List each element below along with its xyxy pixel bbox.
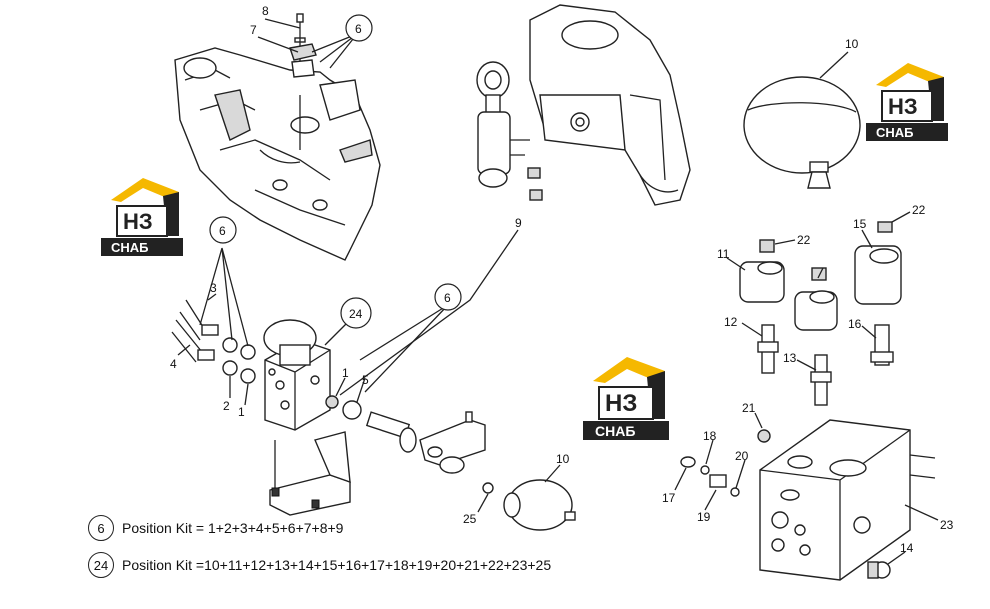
accumulator-small xyxy=(482,479,576,531)
callout-6-bubble-center xyxy=(434,283,462,311)
callout-20: 20 xyxy=(735,449,749,463)
callout-10-top: 10 xyxy=(845,37,859,51)
callout-13: 13 xyxy=(783,351,797,365)
callout-24: 24 xyxy=(349,307,363,321)
callout-12: 12 xyxy=(724,315,738,329)
watermark-text-center: СНАБ xyxy=(595,423,635,439)
legend-kit-24-number: 24 xyxy=(88,552,114,578)
accumulator-large xyxy=(743,76,861,189)
watermark-text-left: СНАБ xyxy=(111,240,149,255)
legend-kit-24: 24 Position Kit =10+11+12+13+14+15+16+17… xyxy=(88,552,551,578)
callout-9: 9 xyxy=(515,216,522,230)
callout-23: 23 xyxy=(940,518,954,532)
legend-kit-6: 6 Position Kit = 1+2+3+4+5+6+7+8+9 xyxy=(88,515,343,541)
callout-8: 8 xyxy=(262,4,269,18)
callout-15: 15 xyxy=(853,217,867,231)
valve-block-small xyxy=(263,319,331,431)
watermark-logo-left: НЗ СНАБ xyxy=(101,178,183,256)
callout-10-bottom: 10 xyxy=(556,452,570,466)
bracket-bolt xyxy=(289,13,317,78)
callout-6-center: 6 xyxy=(444,291,451,305)
watermark-logo-center: НЗ СНАБ xyxy=(583,357,669,440)
callout-6-bubble-top xyxy=(345,14,373,42)
callout-4: 4 xyxy=(170,357,177,371)
callout-21: 21 xyxy=(742,401,756,415)
callout-5: 5 xyxy=(362,373,369,387)
callout-16: 16 xyxy=(848,317,862,331)
watermark-text-right: СНАБ xyxy=(876,125,914,140)
chassis-frame xyxy=(174,45,381,261)
legend-kit-24-text: Position Kit =10+11+12+13+14+15+16+17+18… xyxy=(122,557,552,573)
callout-6-left: 6 xyxy=(219,224,226,238)
watermark-mark-center: НЗ xyxy=(605,390,637,417)
callout-1-left: 1 xyxy=(238,405,245,419)
callout-3: 3 xyxy=(210,281,217,295)
watermark-mark-left: НЗ xyxy=(123,209,153,234)
hose-fittings xyxy=(171,299,362,420)
steering-cylinder xyxy=(476,61,543,201)
callout-2: 2 xyxy=(223,399,230,413)
legend-kit-6-number: 6 xyxy=(88,515,114,541)
callout-1-center: 1 xyxy=(342,366,349,380)
callout-labels: 8 7 6 6 3 4 2 1 24 6 1 5 9 10 11 22 15 2… xyxy=(170,4,954,555)
l-bracket xyxy=(269,431,351,516)
callout-17: 17 xyxy=(662,491,676,505)
solenoid-group xyxy=(739,221,902,406)
tube-bracket xyxy=(365,411,486,474)
callout-14: 14 xyxy=(900,541,914,555)
fittings-17-21 xyxy=(680,429,771,497)
callout-7: 7 xyxy=(250,23,257,37)
callout-25: 25 xyxy=(463,512,477,526)
valve-block-large xyxy=(759,419,936,581)
callout-19: 19 xyxy=(697,510,711,524)
callout-18: 18 xyxy=(703,429,717,443)
watermark-logo-right: НЗ СНАБ xyxy=(866,63,948,141)
watermark-mark-right: НЗ xyxy=(888,94,918,119)
callout-6-top: 6 xyxy=(355,22,362,36)
callout-6-bubble-left xyxy=(209,216,237,244)
callout-22-left: 22 xyxy=(797,233,811,247)
callout-22-right: 22 xyxy=(912,203,926,217)
callout-11: 11 xyxy=(717,247,730,261)
legend-kit-6-text: Position Kit = 1+2+3+4+5+6+7+8+9 xyxy=(122,520,344,536)
callout-24-bubble xyxy=(340,297,372,329)
cylinder-housing xyxy=(529,4,691,206)
